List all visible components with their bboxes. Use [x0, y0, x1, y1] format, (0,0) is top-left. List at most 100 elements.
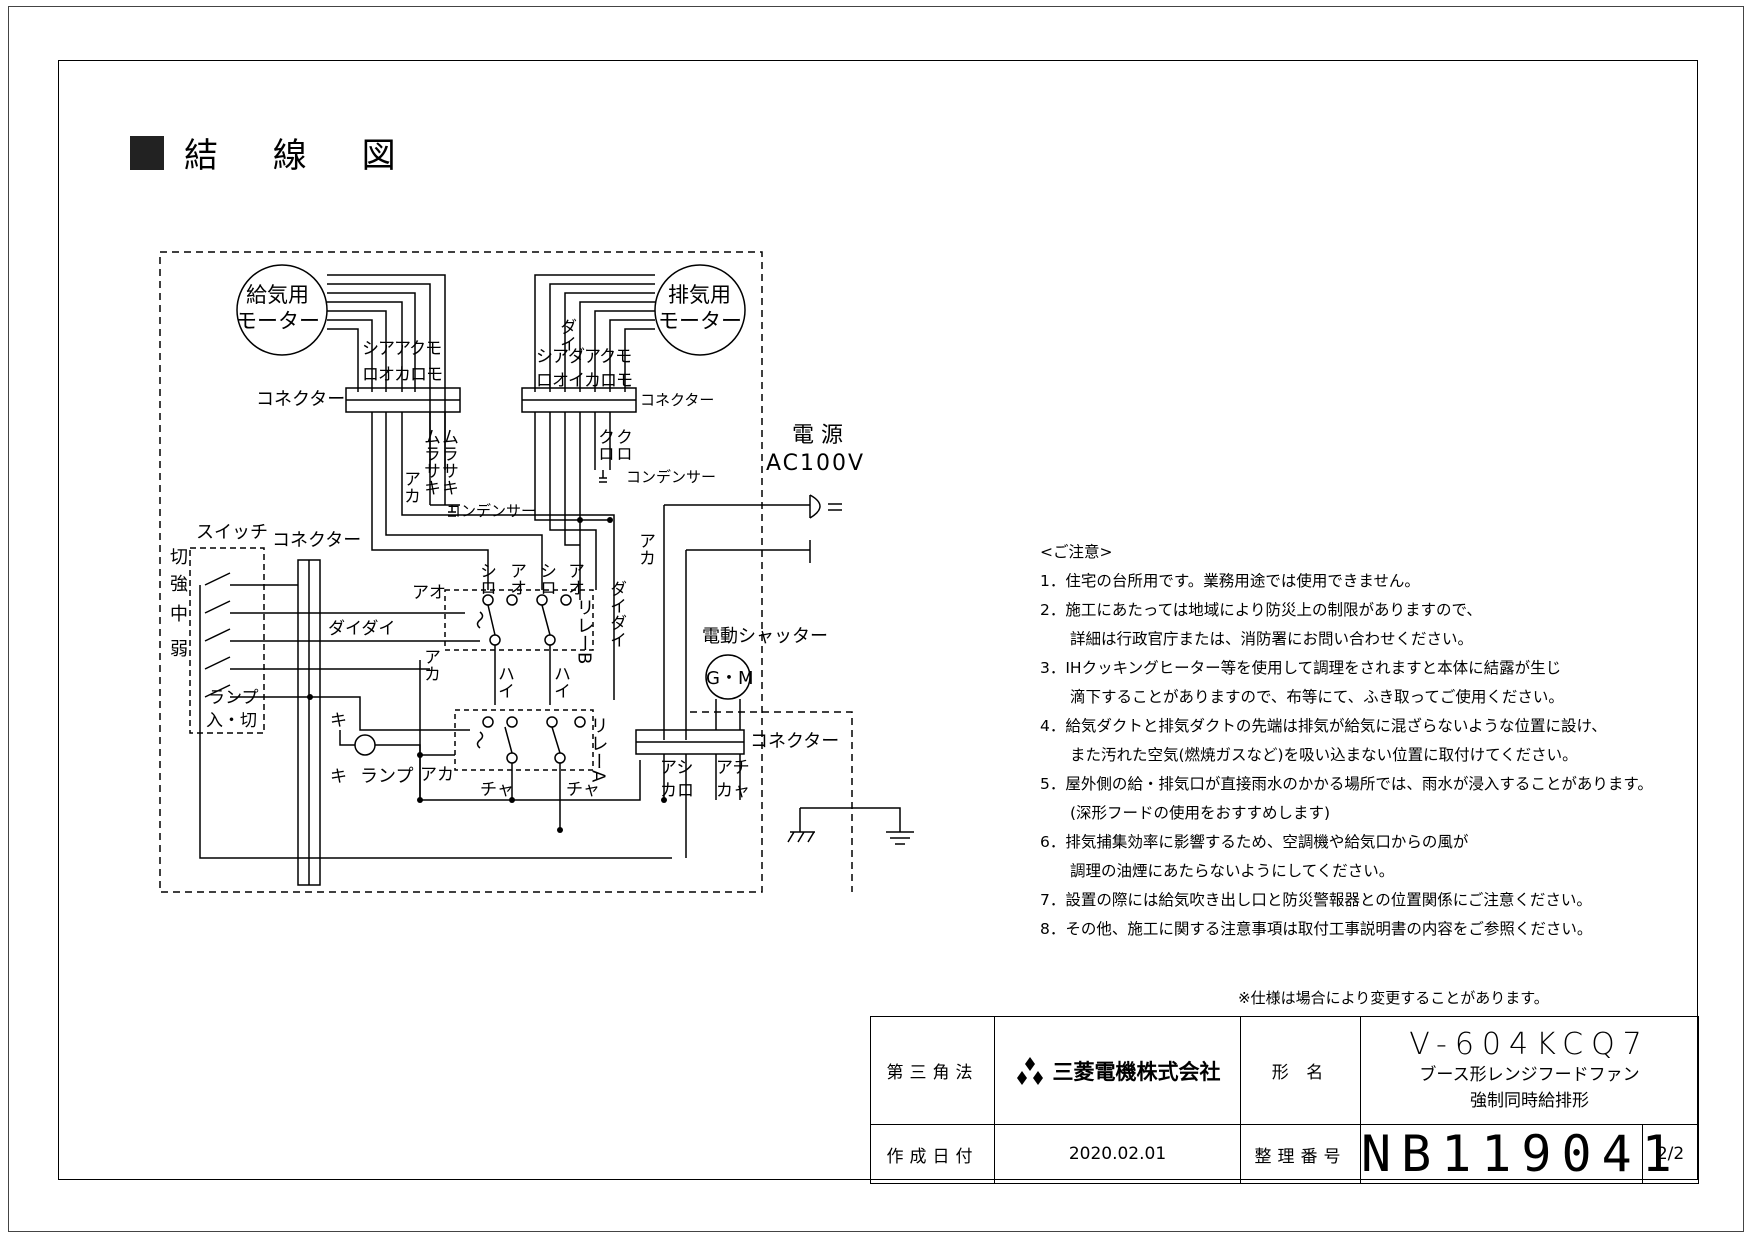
supply-connector-label: コネクター [256, 389, 345, 410]
note-line: 6．排気捕集効率に影響するため、空調機や給気口からの風が [1040, 833, 1469, 851]
wire-label-ao-relay-2: アオ [564, 562, 584, 596]
note-line: 1．住宅の台所用です。業務用途では使用できません。 [1040, 572, 1420, 590]
exhaust-connector-label: コネクター [640, 391, 714, 409]
murasaki-labels: ムラサキ [420, 428, 440, 496]
kuro-cap-labels-2: クロ [612, 428, 632, 462]
switch-wires [199, 584, 672, 859]
ground-symbol [787, 807, 914, 845]
switch-box [189, 547, 265, 734]
lamp-switch-label-2: 入・切 [206, 711, 257, 731]
supply-motor-wires [327, 274, 446, 470]
section-title-text: 結 線 図 [184, 136, 418, 176]
exhaust-wire-labels-2: ロオイカロモ [536, 371, 632, 391]
exhaust-motor [654, 264, 746, 356]
company-cell: 三菱電機株式会社 [994, 1016, 1241, 1125]
supply-capacitor-label: コンデンサー [446, 502, 536, 520]
note-line: 8．その他、施工に関する注意事項は取付工事説明書の内容をご参照ください。 [1040, 920, 1593, 938]
note-line: 調理の油煙にあたらないようにしてください。 [1070, 862, 1395, 880]
note-line: 4．給気ダクトと排気ダクトの先端は排気が給気に混ざらないような位置に設け、 [1040, 717, 1607, 735]
switch-pos-weak: 弱 [170, 639, 188, 660]
wire-label-daidai-2: ダイダイ [606, 580, 626, 648]
relay-coil-b [476, 611, 484, 629]
spec-note: ※仕様は場合により変更することがあります。 [1238, 989, 1549, 1007]
wire-label-hai-1: ハイ [494, 665, 514, 699]
switch-pos-off: 切 [170, 547, 188, 568]
notes-panel: <ご注意> 1．住宅の台所用です。業務用途では使用できません。 2．施工にあたっ… [1040, 538, 1653, 944]
exhaust-wire-dai: ダイ [556, 318, 576, 352]
kuro-cap-labels: クロ [594, 428, 614, 462]
murasaki-labels-2: ムラサキ [438, 428, 458, 496]
switch-pos-strong: 強 [170, 574, 188, 595]
exhaust-motor-label-2: モーター [658, 309, 742, 333]
supply-wire-labels-2: ロオカロモ [362, 365, 442, 385]
lamp-symbol [354, 734, 376, 756]
model-description-2: 強制同時給排形 [1470, 1091, 1589, 1111]
shutter-symbol: G・M [706, 668, 753, 689]
exhaust-lower-wires [534, 412, 611, 600]
wire-label-cha-2: チャ [566, 780, 600, 800]
wire-label-daidai: ダイダイ [328, 619, 395, 639]
wire-label-ki-1: キ [330, 711, 347, 731]
note-line: 詳細は行政官庁または、消防署にお問い合わせください。 [1070, 630, 1474, 648]
exhaust-motor-label: 排気用 [668, 283, 731, 307]
supply-wire-labels: シアアクモ [362, 339, 441, 359]
switch-label: スイッチ [196, 522, 268, 543]
junction-dots [307, 517, 667, 833]
exhaust-motor-wires [534, 274, 655, 392]
note-line: また汚れた空気(燃焼ガスなど)を吸い込まない位置に取付けてください。 [1070, 746, 1578, 764]
relay-b-label: リレーB [574, 598, 595, 664]
wire-label-cha-1: チャ [480, 780, 514, 800]
outer-frame [8, 6, 1744, 1232]
wire-label-ao-relay: アオ [506, 562, 526, 596]
notes-heading: <ご注意> [1040, 543, 1113, 561]
docno-label: 整理番号 [1240, 1124, 1361, 1184]
power-plug-wires [663, 495, 811, 740]
note-line: (深形フードの使用をおすすめします) [1070, 804, 1331, 822]
page-number: 2/2 [1642, 1124, 1699, 1184]
projection-label: 第三角法 [870, 1016, 995, 1125]
note-line: 2．施工にあたっては地域により防災上の制限がありますので、 [1040, 601, 1482, 619]
wire-label-shiro-relay: シロ [476, 562, 496, 596]
date-label: 作成日付 [870, 1124, 995, 1184]
supply-motor-label-2: モーター [236, 309, 320, 333]
note-line: 滴下することがありますので、布等にて、ふき取ってご使用ください。 [1070, 688, 1564, 706]
power-voltage-label: AC100V [766, 451, 865, 476]
supply-motor-label: 給気用 [246, 283, 309, 307]
model-cell: V-604KCQ7 ブース形レンジフードファン 強制同時給排形 [1360, 1016, 1699, 1125]
lamp-label: ランプ [360, 766, 413, 787]
relay-a [454, 709, 594, 771]
wire-label-ki-2: キ [330, 767, 347, 787]
lamp-switch-label: ランプ [208, 688, 259, 708]
exhaust-wire-labels: シアダアクモ [536, 347, 631, 367]
shutter-wire-labels: アシ [660, 758, 693, 778]
supply-motor [236, 264, 328, 356]
title-square-icon [130, 135, 164, 170]
shutter-connector-label: コネクター [750, 731, 839, 752]
model-number: V-604KCQ7 [1409, 1027, 1650, 1062]
shutter-label: 電動シャッター [702, 626, 828, 647]
wire-label-hai-2: ハイ [550, 665, 570, 699]
wire-label-aka-2: アカ [635, 532, 655, 566]
section-title: 結 線 図 [130, 128, 418, 177]
wire-label-ao: アオ [412, 583, 446, 603]
relay-b [444, 589, 594, 651]
relay-coil-a [476, 731, 484, 749]
wire-label-aka-3: アカ [420, 648, 440, 682]
model-description-1: ブース形レンジフードファン [1419, 1065, 1640, 1085]
note-line: 3．IHクッキングヒーター等を使用して調理をされますと本体に結露が生じ [1040, 659, 1562, 677]
power-label: 電 源 [792, 423, 843, 448]
note-line: 5．屋外側の給・排気口が直接雨水のかかる場所では、雨水が浸入することがあります。 [1040, 775, 1653, 793]
note-line: 7．設置の際には給気吹き出し口と防災警報器との位置関係にご注意ください。 [1040, 891, 1592, 909]
document-number: NB119041 [1360, 1124, 1682, 1184]
shutter-motor [705, 654, 751, 700]
supply-lower-wires [371, 412, 615, 700]
switch-contacts [204, 572, 260, 698]
shutter-enclosure [690, 711, 853, 892]
exhaust-capacitor-label: コンデンサー [626, 468, 716, 486]
aka-cap-label: アカ [400, 470, 420, 504]
shutter-wire-labels-2: カロ [660, 781, 694, 801]
shutter-wire-labels-4: カャ [716, 781, 750, 801]
power-plug [809, 494, 842, 519]
title-block: 第三角法 三菱電機株式会社 形 名 V-604KCQ7 ブース形レンジフードファ… [870, 1016, 1699, 1184]
